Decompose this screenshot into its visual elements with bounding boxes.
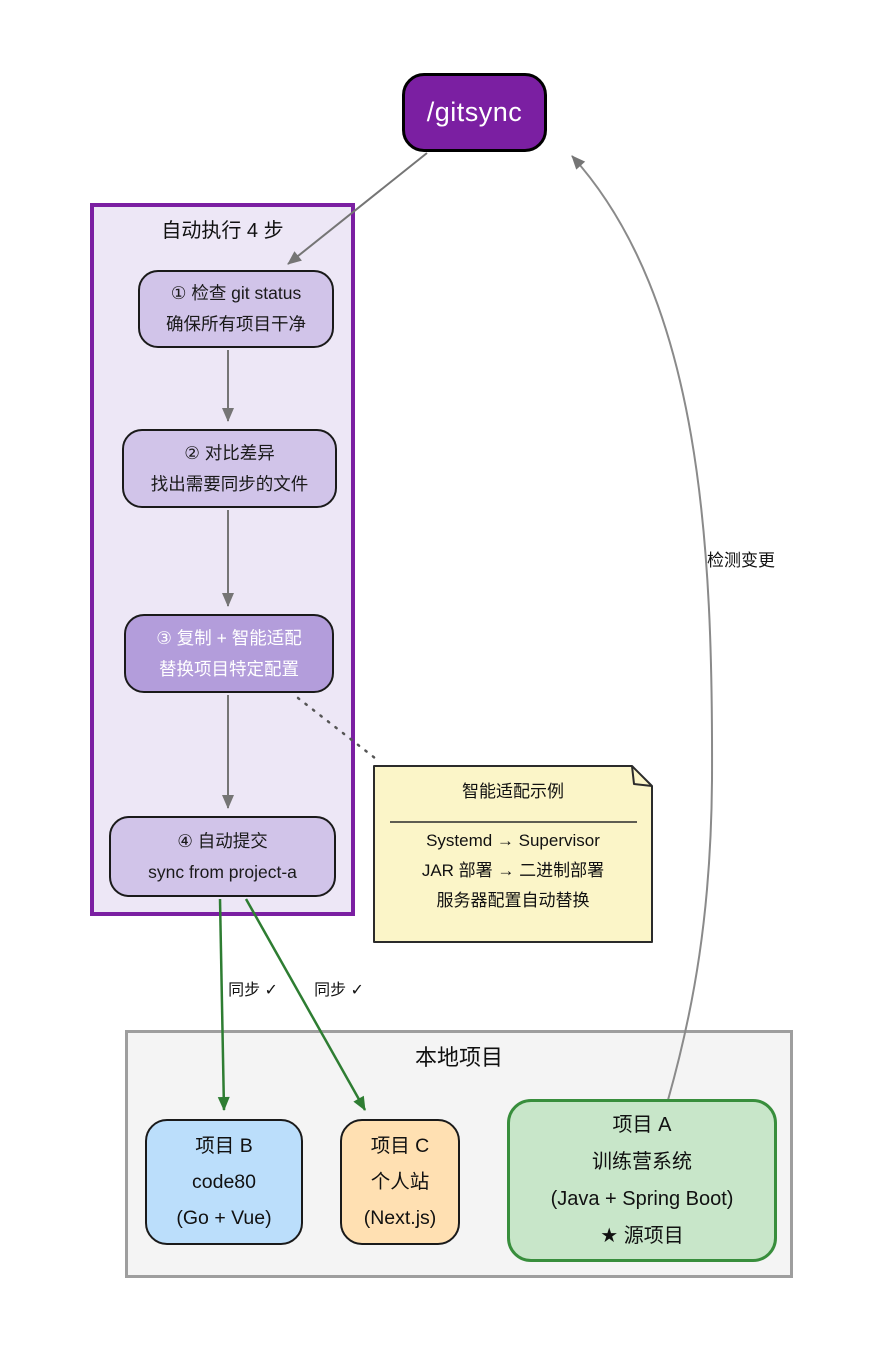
project-a-node: 项目 A 训练营系统 (Java + Spring Boot) ★ 源项目 [507,1099,777,1262]
step4-line2: sync from project-a [148,861,297,882]
step1-line2: 确保所有项目干净 [166,314,306,334]
project-b-line3: (Go + Vue) [176,1207,272,1229]
step2-line1: ② 对比差异 [184,442,275,463]
project-c-line2: 个人站 [370,1171,430,1193]
step1-line1: ① 检查 git status [170,283,302,303]
step3-line2: 替换项目特定配置 [159,658,299,679]
step3-line1: ③ 复制 + 智能适配 [156,627,302,648]
project-a-name: 项目 A [612,1113,672,1136]
project-a-line3: (Java + Spring Boot) [550,1187,734,1210]
note-line: 服务器配置自动替换 [436,891,590,910]
project-c-line3: (Next.js) [363,1207,437,1229]
step4-node: ④ 自动提交 sync from project-a [109,816,336,897]
project-c-name: 项目 C [370,1135,430,1157]
sync-label-c: 同步 ✓ [314,982,364,999]
adaptation-note: 智能适配示例 Systemd → Supervisor JAR 部署 → 二进制… [374,766,652,942]
note-lines: Systemd → Supervisor JAR 部署 → 二进制部署 服务器配… [422,826,604,916]
step2-line2: 找出需要同步的文件 [150,473,309,494]
step2-node: ② 对比差异 找出需要同步的文件 [122,429,337,508]
step3-node: ③ 复制 + 智能适配 替换项目特定配置 [124,614,334,693]
local-panel-title: 本地项目 [414,1045,503,1070]
note-line: JAR 部署 → 二进制部署 [421,861,605,880]
note-line: Systemd → Supervisor [426,831,600,850]
edge-project-a-to-gitsync [571,155,714,1101]
project-b-line2: code80 [192,1171,256,1193]
step1-node: ① 检查 git status 确保所有项目干净 [138,270,334,348]
project-c-node: 项目 C 个人站 (Next.js) [340,1119,460,1245]
project-a-line2: 训练营系统 [592,1150,692,1173]
project-b-name: 项目 B [195,1135,253,1157]
note-title: 智能适配示例 [462,781,564,801]
gitsync-label: /gitsync [426,97,523,127]
sync-label-b: 同步 ✓ [228,982,278,999]
gitsync-node: /gitsync [402,73,547,152]
project-b-node: 项目 B code80 (Go + Vue) [145,1119,303,1245]
project-a-source-badge: ★ 源项目 [600,1224,684,1247]
step4-line1: ④ 自动提交 [177,830,268,851]
auto-panel-title: 自动执行 4 步 [161,220,284,242]
detect-changes-label: 检测变更 [707,551,775,570]
